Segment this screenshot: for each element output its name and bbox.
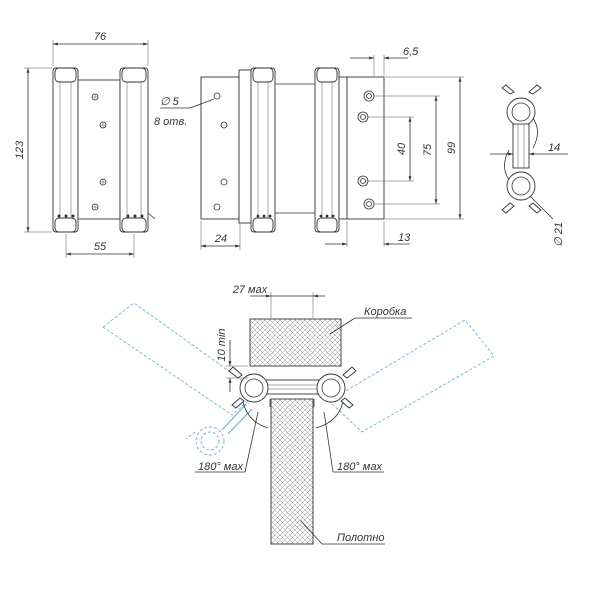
dim-frame-27: 27 мах: [232, 284, 268, 296]
dim-plate-99: 99: [446, 142, 458, 154]
dim-spacing-55: 55: [94, 241, 107, 253]
dim-angle-right: 180° мах: [337, 461, 382, 473]
ghost-door-right: [328, 319, 495, 433]
front-screw-holes: [91, 93, 107, 211]
hinge-leaf: [77, 79, 121, 220]
dim-plate-13: 13: [398, 232, 411, 244]
side-barrel: [250, 67, 276, 233]
dim-plate-6-5: 6,5: [403, 46, 419, 58]
dim-hole-diameter: ∅ 5: [160, 96, 180, 108]
side-right-plate: [346, 76, 385, 220]
dim-width-24: 24: [214, 233, 227, 245]
side-right-barrel: [314, 67, 340, 233]
door-section: [270, 398, 314, 545]
top-section-view: 14 ∅ 21: [490, 84, 568, 247]
dim-width-76: 76: [94, 31, 107, 43]
dim-height-123: 123: [14, 140, 26, 159]
front-view: 76 123 55: [14, 31, 156, 258]
installed-hinge: [228, 366, 357, 409]
side-left-leaf: [200, 76, 240, 220]
label-frame: Коробка: [364, 306, 406, 318]
label-door: Полотно: [337, 532, 385, 544]
frame-section: [249, 318, 342, 367]
installation-plan-view: 27 мах 10 min Коробка Полотно 180° мах 1…: [102, 284, 495, 545]
ghost-door-left: [102, 302, 259, 456]
dim-hole-count: 8 отв.: [154, 116, 187, 128]
right-barrel: [119, 67, 149, 233]
side-view: ∅ 5 8 отв. 24 6,5 13 40 75 99: [154, 46, 464, 250]
dim-holes-75: 75: [422, 143, 434, 156]
dim-angle-left: 180° мах: [198, 461, 243, 473]
dim-section-21: ∅ 21: [553, 222, 565, 247]
dim-frame-10: 10 min: [216, 328, 228, 361]
left-barrel: [52, 67, 79, 233]
dim-section-14: 14: [548, 142, 560, 154]
dim-holes-40: 40: [396, 142, 408, 155]
